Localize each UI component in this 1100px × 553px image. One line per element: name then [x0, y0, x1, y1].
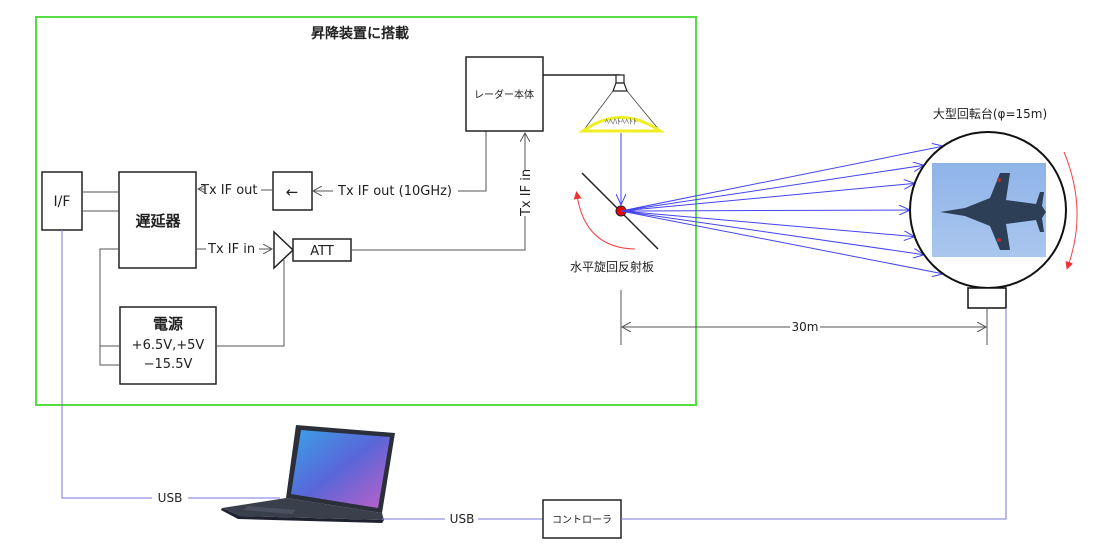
controller-label: コントローラ: [552, 514, 612, 526]
delay-block: [118, 171, 197, 269]
horn-beam-right: [626, 90, 661, 132]
tx-if-out-label: Tx IF out: [200, 183, 258, 198]
power-to-delay-line: [99, 248, 120, 347]
power-voltage-2: −15.5V: [144, 357, 193, 372]
beam-ray: [620, 210, 910, 211]
dimension-label: 30m: [792, 320, 819, 334]
direction-box-label: ←: [286, 183, 299, 201]
reflector-rotation-arrow: [573, 191, 636, 250]
beam-ray: [620, 183, 915, 212]
beam-ray: [620, 165, 924, 212]
amplifier-triangle: [273, 230, 295, 270]
radar-label: レーダー本体: [474, 88, 534, 101]
att-to-radar-line: [351, 216, 526, 251]
delay-label: 遅延器: [135, 212, 181, 230]
laptop-icon: [221, 425, 395, 523]
power-to-amp-line: [216, 260, 285, 347]
usb-label-left: USB: [158, 491, 183, 505]
att-label: ATT: [310, 244, 334, 259]
turntable-rotation-arrow: [1063, 151, 1078, 270]
horn-feed: [615, 74, 625, 84]
usb-label-right: USB: [450, 512, 475, 526]
beam-ray: [620, 210, 924, 255]
beam-ray: [620, 210, 915, 237]
horn-antenna-icon: [612, 82, 628, 92]
lens-pattern: ﾍﾍﾊﾄﾍﾍﾄﾄ: [605, 117, 637, 126]
beam-ray: [620, 210, 943, 274]
beam-ray: [620, 146, 943, 212]
power-voltage-1: +6.5V,+5V: [132, 338, 205, 353]
tx-if-10ghz-label: Tx IF out (10GHz): [337, 184, 452, 199]
usb-link-left: [61, 230, 152, 499]
beam-fan: [620, 146, 943, 274]
turntable-base: [967, 287, 1007, 309]
power-title: 電源: [153, 315, 183, 333]
turntable-label: 大型回転台(φ=15m): [933, 106, 1047, 121]
reflector-label: 水平旋回反射板: [570, 259, 654, 274]
tx-if-in-vertical-label: Tx IF in: [519, 169, 534, 217]
lens-icon: [578, 116, 665, 133]
aircraft-target: [932, 163, 1046, 257]
horn-beam-left: [582, 90, 614, 132]
tx-if-in-label: Tx IF in: [207, 242, 255, 257]
radar-block: [465, 56, 544, 132]
power-block: [119, 306, 217, 385]
lift-device-title: 昇降装置に搭載: [311, 25, 409, 42]
power-loop-line: [99, 346, 120, 366]
controller-to-turntable-link: [621, 308, 1007, 520]
radar-to-10ghz-line: [458, 131, 487, 192]
interface-label: I/F: [54, 194, 71, 210]
